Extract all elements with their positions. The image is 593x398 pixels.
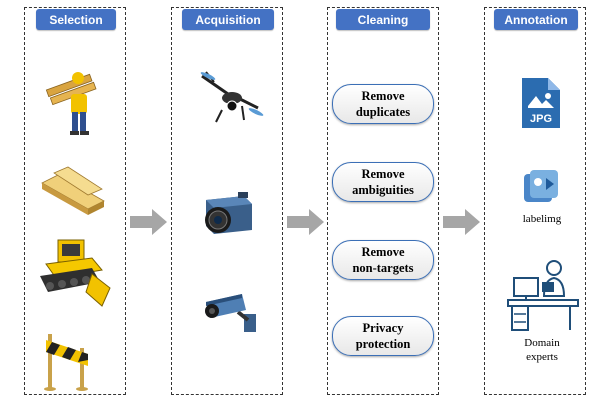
- wooden-planks-icon: [41, 166, 105, 215]
- cleaning-step-remove-ambiguities: Remove ambiguities: [332, 162, 434, 202]
- jpg-file-label: JPG: [530, 113, 552, 125]
- jpg-file-icon: JPG: [522, 78, 560, 128]
- stage-title-acquisition: Acquisition: [182, 9, 274, 30]
- drone-icon: [200, 71, 264, 123]
- stage-title-selection: Selection: [36, 9, 116, 30]
- stage-title-cleaning: Cleaning: [336, 9, 430, 30]
- arrow-selection-to-acquisition: [130, 209, 167, 235]
- camera-icon: [205, 192, 252, 234]
- stage-annotation: [484, 7, 586, 395]
- stage-acquisition: [171, 7, 283, 395]
- security-camera-icon: [205, 294, 256, 332]
- arrow-cleaning-to-annotation: [443, 209, 480, 235]
- labelimg-label: labelimg: [522, 213, 562, 225]
- bulldozer-icon: [40, 239, 111, 307]
- domain-experts-label: Domain experts: [524, 337, 560, 363]
- stage-selection: [24, 7, 126, 395]
- arrow-acquisition-to-cleaning: [287, 209, 324, 235]
- worker-carrying-lumber-icon: [45, 72, 97, 135]
- labelimg-icon: [524, 170, 558, 202]
- stage-title-annotation: Annotation: [494, 9, 578, 30]
- stage-cleaning: [327, 7, 439, 395]
- cleaning-step-remove-non-targets: Remove non-targets: [332, 240, 434, 280]
- cleaning-step-remove-duplicates: Remove duplicates: [332, 84, 434, 124]
- road-barrier-icon: [44, 334, 88, 391]
- cleaning-step-privacy-protection: Privacy protection: [332, 316, 434, 356]
- domain-experts-icon: [507, 260, 579, 331]
